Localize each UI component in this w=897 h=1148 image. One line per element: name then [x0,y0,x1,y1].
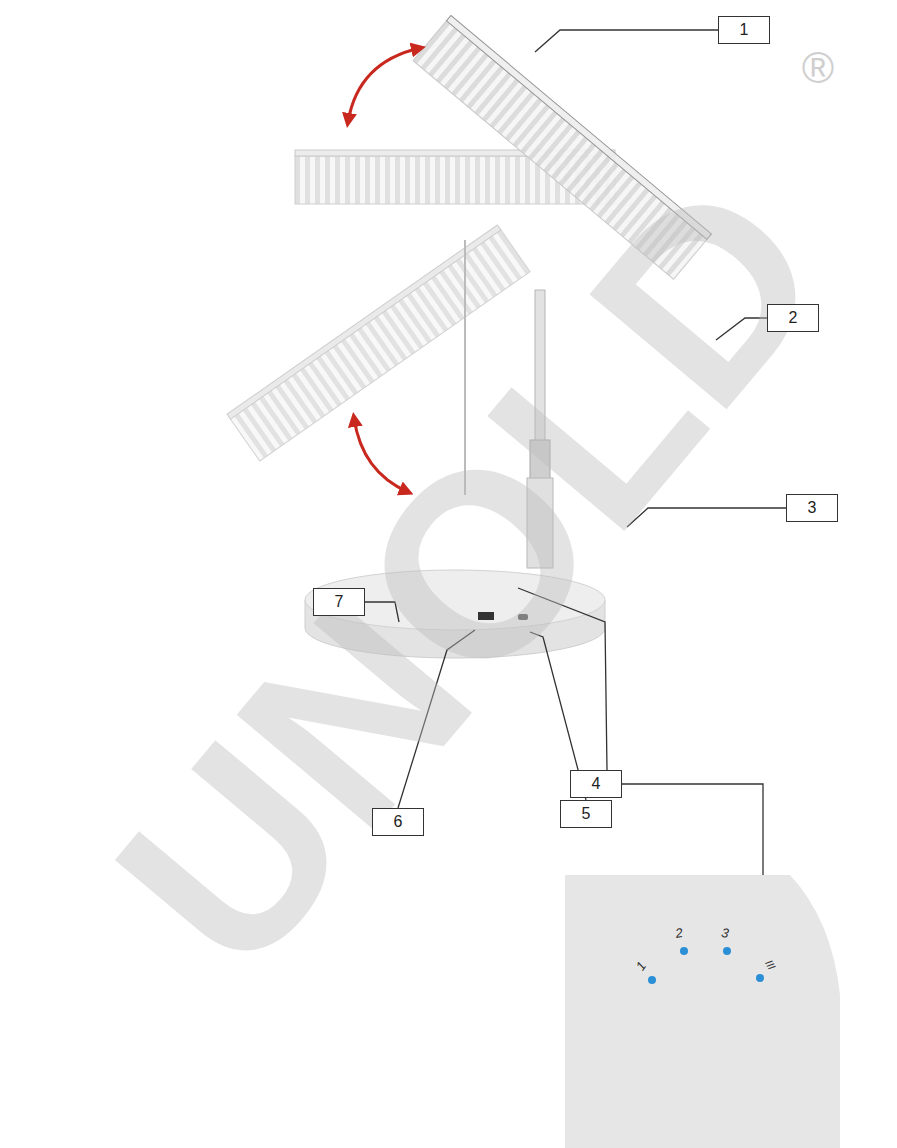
callout-text: 3 [808,499,817,517]
control-panel-inset [565,875,840,1148]
callout-text: 7 [335,593,344,611]
callout-number: 1 [718,16,770,44]
leader-line [535,30,718,52]
callout-text: 2 [789,309,798,327]
inset-edge [790,875,840,995]
callout-text: 6 [394,813,403,831]
registered-mark: ® [802,46,834,90]
tilt-arrow [348,48,420,122]
indicator-dot [680,947,688,955]
callout-number: 4 [570,770,622,798]
callout-text: 1 [740,21,749,39]
callout-number: 7 [313,588,365,616]
callout-text: 4 [592,775,601,793]
callout-number: 3 [786,494,838,522]
callout-number: 2 [767,304,819,332]
callout-number: 6 [372,808,424,836]
leader-line [622,784,763,875]
indicator-dots [648,947,764,984]
indicator-dot [723,947,731,955]
callout-number: 5 [560,800,612,828]
indicator-dot [756,974,764,982]
callout-text: 5 [582,805,591,823]
indicator-dot [648,976,656,984]
